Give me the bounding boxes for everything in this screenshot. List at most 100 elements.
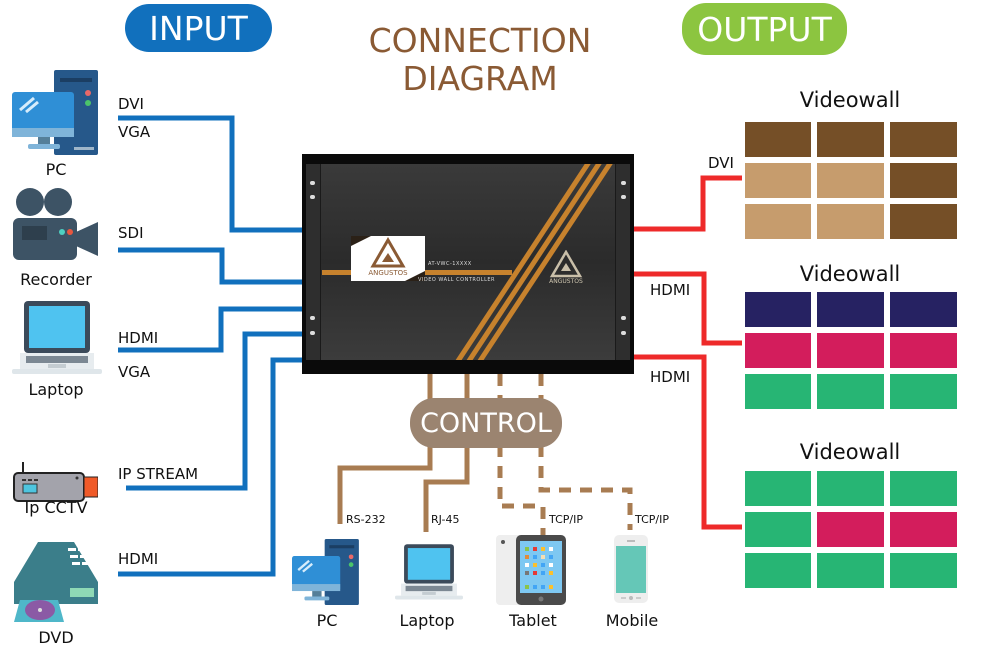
videowall-screen xyxy=(817,471,884,506)
output-section-badge: OUTPUT xyxy=(682,3,847,55)
control-protocol-label: TCP/IP xyxy=(635,513,669,526)
videowall-title: Videowall xyxy=(799,440,901,464)
input-device-label: DVD xyxy=(38,628,74,647)
videowall-screen xyxy=(890,292,957,327)
control-section-badge: CONTROL xyxy=(410,398,562,448)
input-device-label: Recorder xyxy=(20,270,92,289)
rack-ear-left xyxy=(306,164,321,360)
input-section-badge: INPUT xyxy=(125,4,272,52)
ip-camera-icon xyxy=(12,462,99,502)
input-device-label: Laptop xyxy=(28,380,84,399)
videowall-screen xyxy=(745,122,811,157)
videowall-screen xyxy=(817,122,884,157)
control-device-label: PC xyxy=(316,611,338,630)
videowall-screen xyxy=(745,512,811,547)
videowall-screen xyxy=(817,333,884,368)
wire-dvd-input xyxy=(118,357,305,577)
videowall-screen xyxy=(745,471,811,506)
model-number: AT-VWC-1XXXX xyxy=(428,261,472,267)
screw xyxy=(310,331,315,335)
rack-ear-right xyxy=(615,164,630,360)
wire-output-3 xyxy=(632,354,742,530)
screw xyxy=(621,181,626,185)
screw xyxy=(310,316,315,320)
videowall-screen xyxy=(817,374,884,409)
input-device-label: Ip CCTV xyxy=(24,498,88,517)
mobile-phone-icon xyxy=(614,535,650,605)
brand-name: ANGUSTOS xyxy=(368,269,408,277)
wire-ctrl-tablet xyxy=(497,445,546,535)
videowall-3 xyxy=(745,471,957,588)
video-camera-icon xyxy=(12,186,102,266)
videowall-title: Videowall xyxy=(799,262,901,286)
output-signal-label: HDMI xyxy=(650,281,691,299)
videowall-screen xyxy=(890,512,957,547)
brand-name: ANGUSTOS xyxy=(549,278,583,285)
controller-type: VIDEO WALL CONTROLLER xyxy=(418,277,496,283)
tablet-icon xyxy=(496,535,566,605)
videowall-screen xyxy=(817,512,884,547)
input-device-label: PC xyxy=(45,160,67,179)
videowall-2 xyxy=(745,292,957,409)
input-signal-label: HDMI xyxy=(118,329,159,347)
videowall-screen xyxy=(890,374,957,409)
videowall-screen xyxy=(745,204,811,239)
desktop-pc-icon xyxy=(12,70,102,155)
control-protocol-label: TCP/IP xyxy=(549,513,583,526)
input-signal-label: SDI xyxy=(118,224,144,242)
videowall-screen xyxy=(817,204,884,239)
wire-ctrl-laptop xyxy=(423,445,470,532)
videowall-screen xyxy=(745,292,811,327)
videowall-screen xyxy=(745,374,811,409)
wire-ctrl-mobile xyxy=(538,445,633,530)
videowall-screen xyxy=(745,333,811,368)
input-signal-label: VGA xyxy=(118,123,151,141)
videowall-screen xyxy=(817,163,884,198)
videowall-screen xyxy=(745,553,811,588)
wire-output-2 xyxy=(632,271,742,346)
wire-pc-input xyxy=(118,115,305,233)
control-device-label: Tablet xyxy=(509,611,557,630)
videowall-screen xyxy=(890,553,957,588)
wire-laptop-input xyxy=(118,306,305,353)
input-signal-label: HDMI xyxy=(118,550,159,568)
laptop-icon xyxy=(395,543,463,603)
wire-recorder-input xyxy=(118,247,305,285)
videowall-screen xyxy=(890,122,957,157)
title-line-2: DIAGRAM xyxy=(402,59,558,98)
videowall-screen xyxy=(817,553,884,588)
brand-logo: ANGUSTOS xyxy=(544,249,588,290)
title-line-1: CONNECTION xyxy=(368,21,592,60)
video-wall-controller: ANGUSTOS AT-VWC-1XXXX VIDEO WALL CONTROL… xyxy=(302,154,634,374)
control-device-label: Laptop xyxy=(399,611,455,630)
videowall-screen xyxy=(745,163,811,198)
videowall-screen xyxy=(817,292,884,327)
control-device-label: Mobile xyxy=(605,611,659,630)
dvd-player-icon xyxy=(12,542,100,626)
screw xyxy=(621,316,626,320)
videowall-title: Videowall xyxy=(799,88,901,112)
brand-logo-card: ANGUSTOS xyxy=(351,236,425,281)
control-protocol-label: RS-232 xyxy=(346,513,386,526)
screw xyxy=(621,195,626,199)
controller-front-panel: ANGUSTOS AT-VWC-1XXXX VIDEO WALL CONTROL… xyxy=(306,164,630,360)
desktop-pc-icon xyxy=(292,537,362,607)
input-signal-label: IP STREAM xyxy=(118,465,199,483)
wire-ctrl-pc xyxy=(337,445,433,524)
diagram-title: CONNECTION DIAGRAM xyxy=(345,22,615,98)
wire-output-1 xyxy=(632,175,742,232)
accent-diagonal-stripes xyxy=(455,164,613,360)
input-signal-label: DVI xyxy=(118,95,144,113)
screw xyxy=(310,181,315,185)
output-signal-label: DVI xyxy=(708,154,734,172)
laptop-icon xyxy=(12,300,102,378)
screw xyxy=(310,195,315,199)
videowall-screen xyxy=(890,333,957,368)
output-signal-label: HDMI xyxy=(650,368,691,386)
control-protocol-label: RJ-45 xyxy=(431,513,460,526)
videowall-1 xyxy=(745,122,957,239)
videowall-screen xyxy=(890,204,957,239)
videowall-screen xyxy=(890,471,957,506)
screw xyxy=(621,331,626,335)
